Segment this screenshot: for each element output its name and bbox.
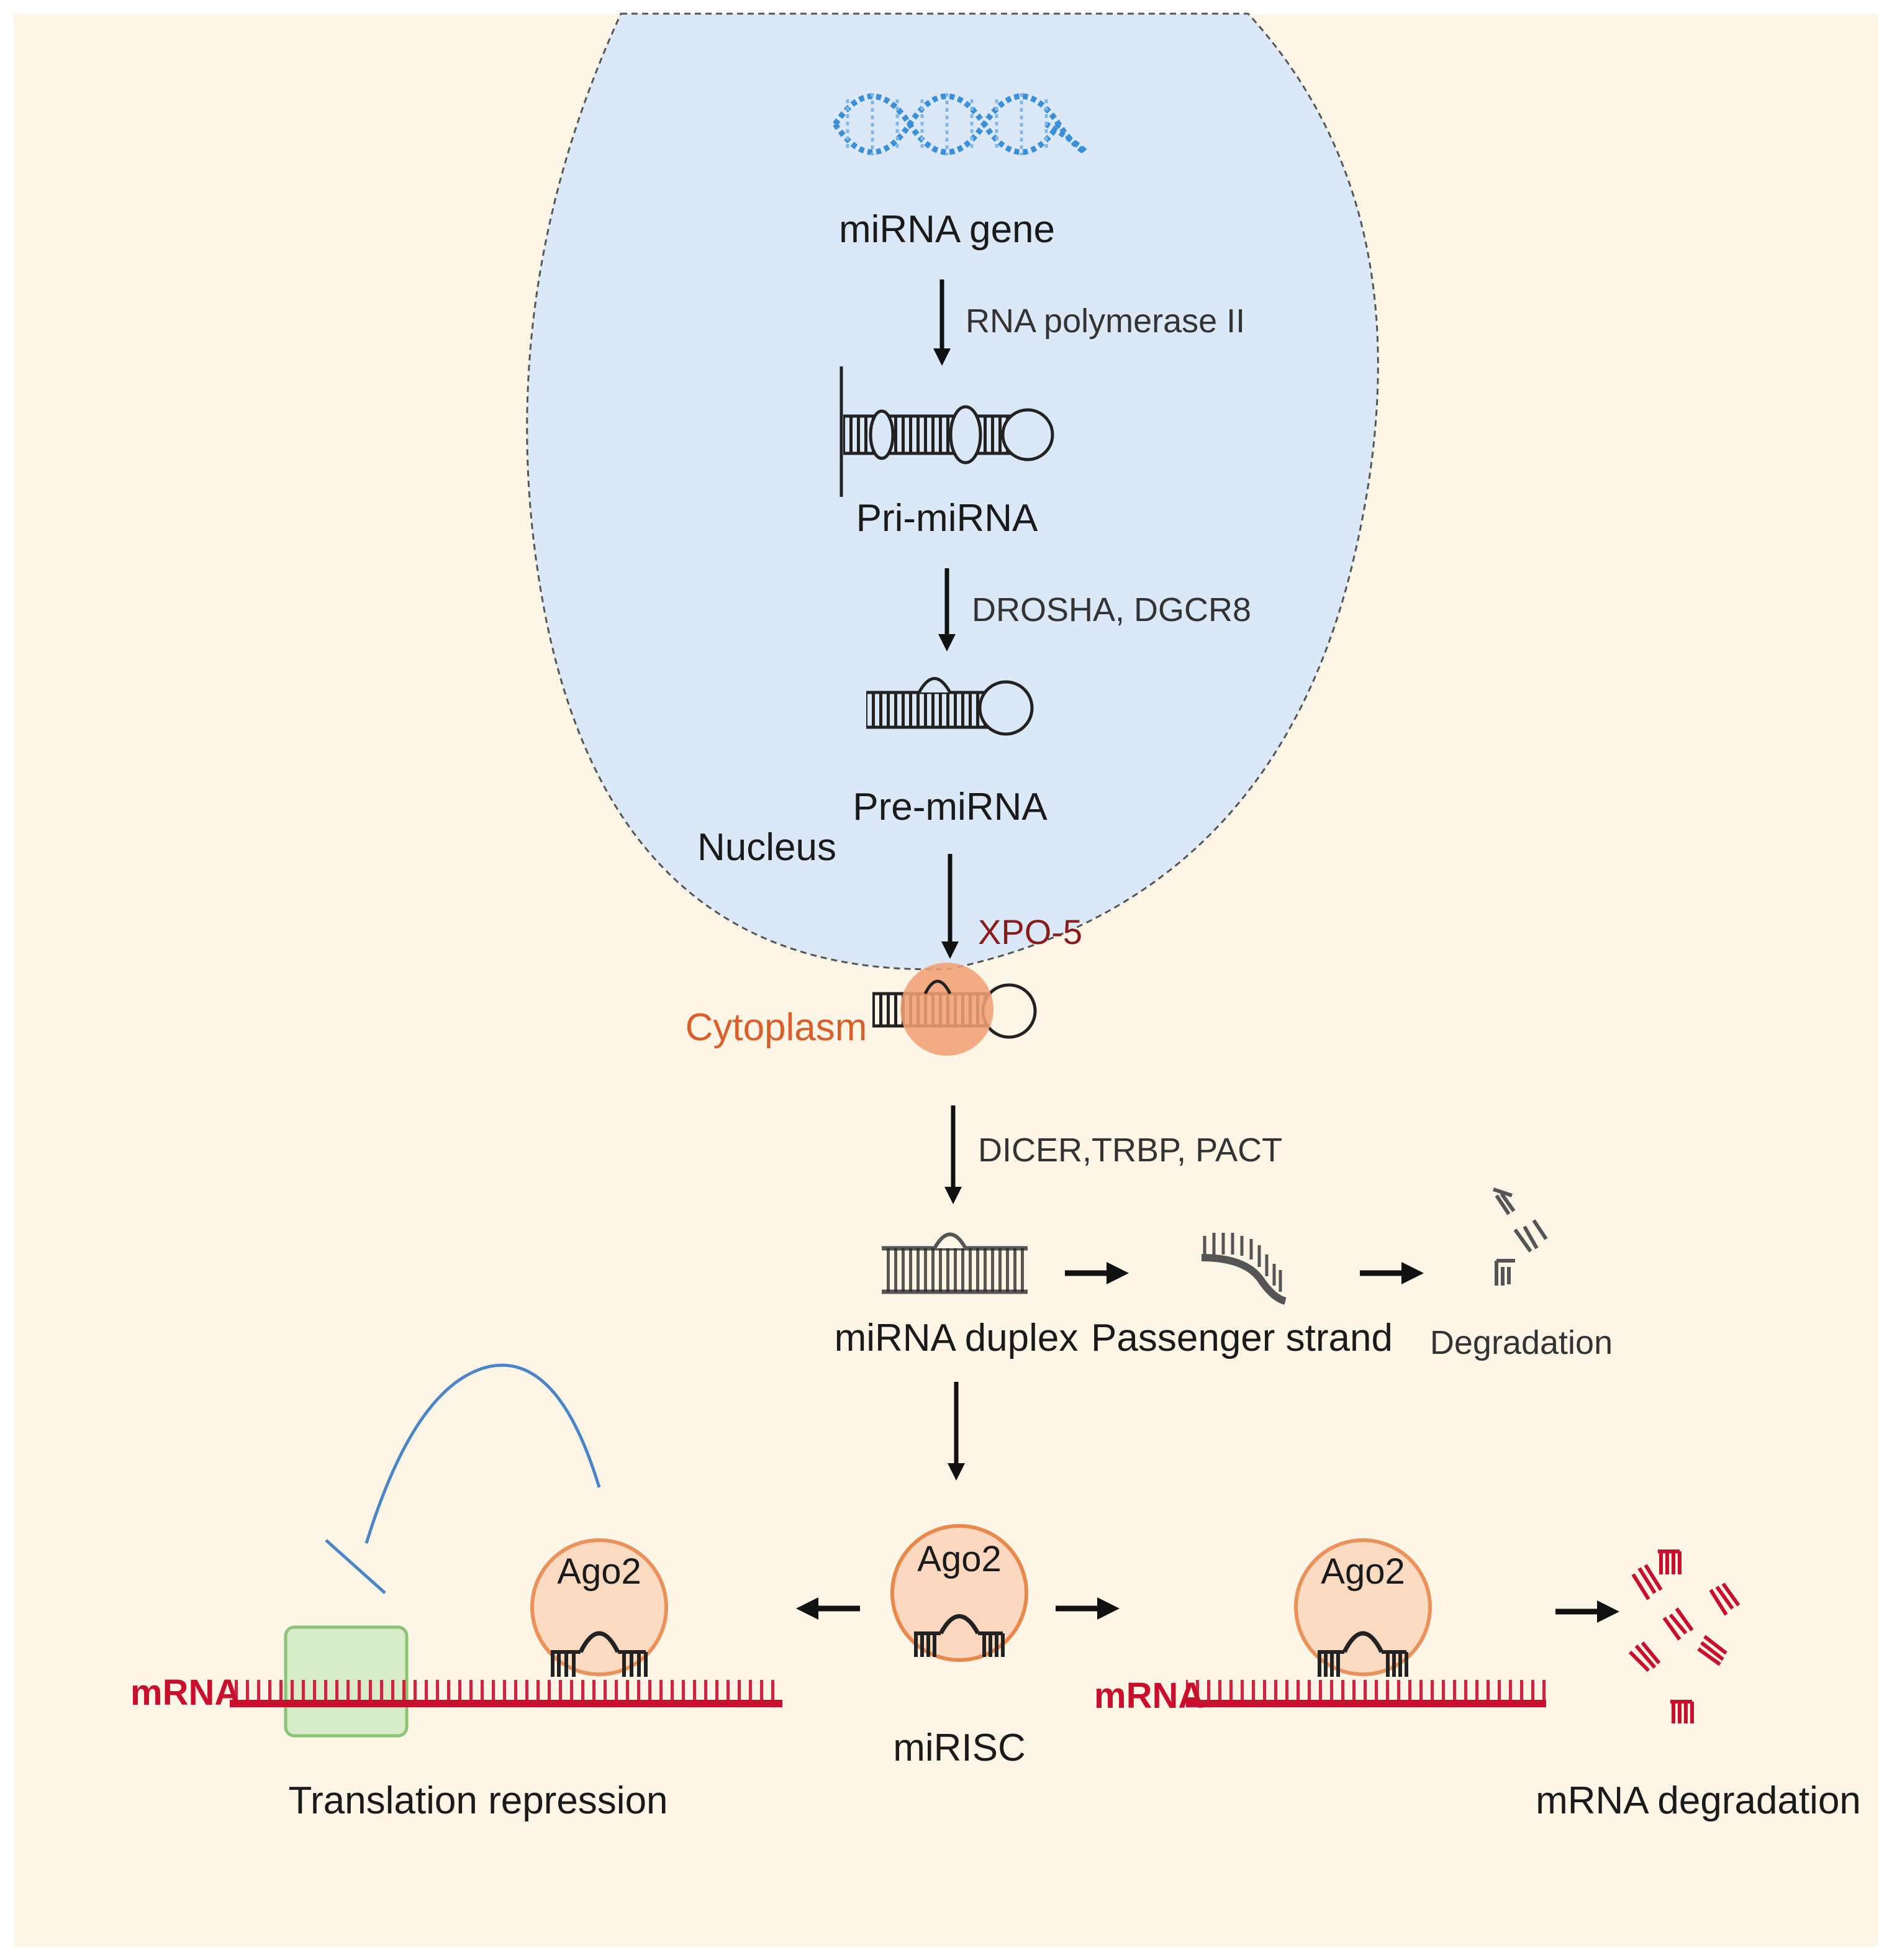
degradation-fragments-icon (1493, 1187, 1548, 1286)
ago2-right-label: Ago2 (1321, 1551, 1405, 1592)
xpo5-label: XPO-5 (978, 912, 1082, 951)
translation-repression-label: Translation repression (288, 1779, 668, 1822)
mrna-right-label: mRNA (1094, 1676, 1204, 1716)
dna-helix-icon (833, 93, 1089, 155)
ago2-right (1294, 1538, 1432, 1676)
pre-mirna-icon (866, 677, 1034, 736)
xpo5-exportin-icon (872, 963, 1037, 1056)
passenger-strand-label: Passenger strand (1091, 1317, 1393, 1359)
mirna-duplex-icon (882, 1232, 1028, 1294)
ago2-left-label: Ago2 (557, 1551, 641, 1592)
mirisc-complex (890, 1524, 1028, 1662)
pre-mirna-label: Pre-miRNA (853, 786, 1048, 828)
cytoplasm-label: Cytoplasm (686, 1006, 867, 1049)
dicer-trbp-pact-label: DICER,TRBP, PACT (978, 1132, 1282, 1169)
mrna-fragments-icon (1628, 1549, 1740, 1723)
ago2-left (530, 1538, 668, 1676)
nucleus-label: Nucleus (697, 826, 836, 869)
rna-polymerase-label: RNA polymerase II (966, 302, 1245, 340)
ago2-center-label: Ago2 (917, 1539, 1001, 1579)
degradation-label: Degradation (1430, 1324, 1613, 1361)
pri-mirna-icon (840, 366, 1054, 497)
mirisc-label: miRISC (893, 1726, 1026, 1769)
mirna-gene-label: miRNA gene (839, 208, 1055, 251)
mrna-cleavage-panel (1186, 1538, 1546, 1707)
translation-repression-panel (230, 1363, 782, 1738)
inhibition-bar (325, 1539, 386, 1594)
mirna-duplex-label: miRNA duplex (835, 1317, 1079, 1359)
passenger-strand-icon (1201, 1233, 1287, 1305)
drosha-dgcr8-label: DROSHA, DGCR8 (972, 591, 1251, 628)
mrna-left-label: mRNA (130, 1672, 240, 1713)
mrna-degradation-label: mRNA degradation (1536, 1779, 1861, 1822)
inhibition-arc (364, 1363, 601, 1544)
pri-mirna-label: Pri-miRNA (856, 497, 1038, 540)
